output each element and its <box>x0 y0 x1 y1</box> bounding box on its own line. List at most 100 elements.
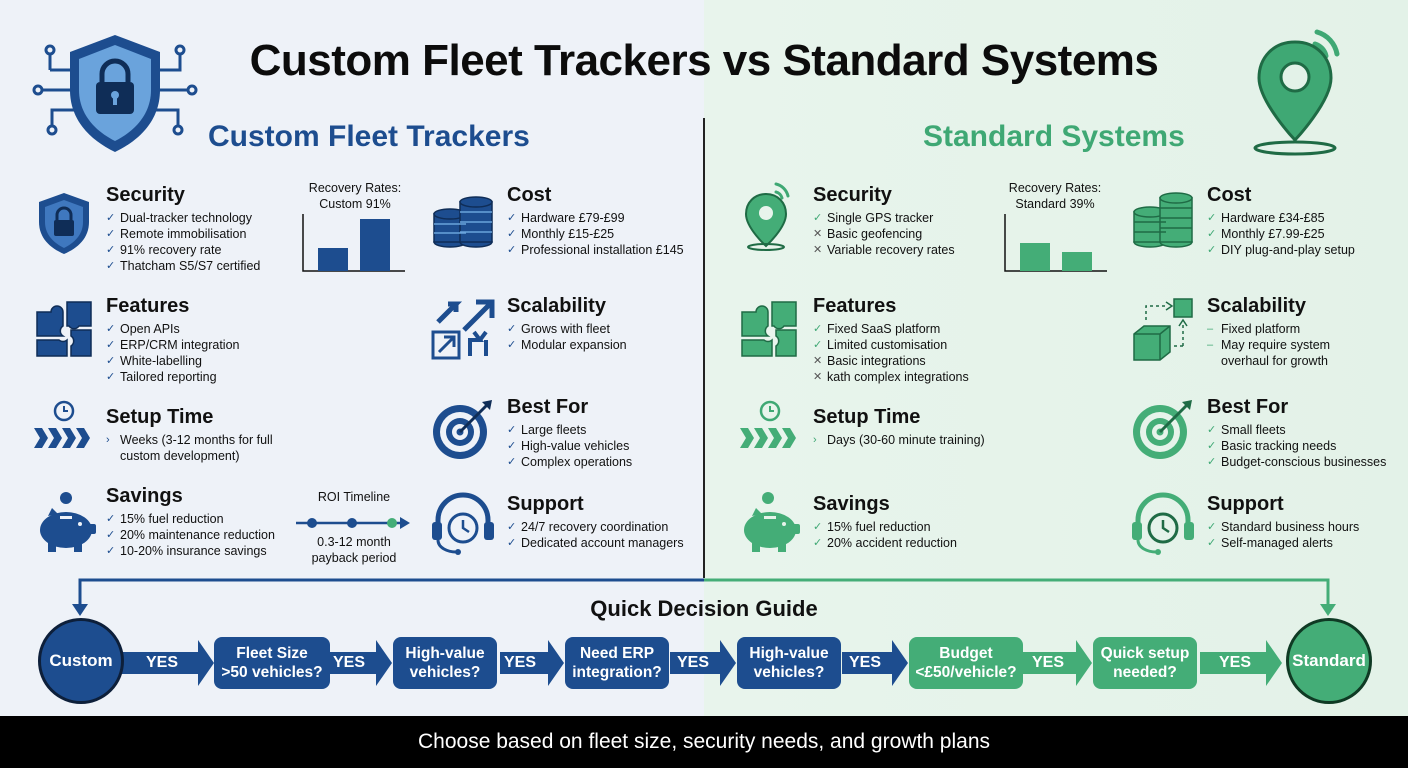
list-item: ✓Large fleets <box>507 423 587 437</box>
standard-recovery-chart <box>1004 214 1107 272</box>
decision-node-fleet-size: Fleet Size>50 vehicles? <box>214 637 330 689</box>
standard-support: Support ✓Standard business hours ✓Self-m… <box>1207 493 1359 551</box>
recovery-bar-high <box>1020 243 1050 271</box>
list-item: ✓Remote immobilisation <box>106 227 247 241</box>
list-item: ✓Monthly £7.99-£25 <box>1207 227 1325 241</box>
standard-cost: Cost ✓Hardware £34-£85 ✓Monthly £7.99-£2… <box>1207 184 1355 258</box>
list-item: ✓DIY plug-and-play setup <box>1207 243 1355 257</box>
list-item: ✓Basic tracking needs <box>1207 439 1337 453</box>
custom-recovery-chart-title: Recovery Rates: Custom 91% <box>308 181 402 211</box>
yes-label: YES <box>333 654 366 671</box>
guide-connector-lines <box>72 578 1336 616</box>
custom-security-title: Security <box>106 184 185 206</box>
custom-scalability: Scalability ✓Grows with fleet ✓Modular e… <box>507 295 627 353</box>
footer-caption: Choose based on fleet size, security nee… <box>0 716 1408 768</box>
headset-clock-icon <box>432 492 494 555</box>
yes-label: YES <box>146 654 179 671</box>
standard-support-title: Support <box>1207 493 1284 515</box>
list-item: ✓Budget-conscious businesses <box>1207 455 1387 469</box>
list-item: ✓Self-managed alerts <box>1207 536 1333 550</box>
list-item: ›Days (30-60 minute training) <box>813 433 985 447</box>
list-item: ✓Open APIs <box>106 322 180 336</box>
custom-savings: Savings ✓15% fuel reduction ✓20% mainten… <box>106 485 275 559</box>
location-pin-icon <box>1253 29 1340 156</box>
list-item: ✓15% fuel reduction <box>106 512 224 526</box>
custom-features-title: Features <box>106 295 190 317</box>
list-item: ✓20% maintenance reduction <box>106 528 275 542</box>
standard-security-title: Security <box>813 184 892 206</box>
decision-guide-title: Quick Decision Guide <box>590 596 818 621</box>
custom-features: Features ✓Open APIs ✓ERP/CRM integration… <box>106 295 240 385</box>
standard-security: Security ✓Single GPS tracker ✕Basic geof… <box>813 184 955 258</box>
list-item: overhaul for growth <box>1221 354 1329 368</box>
recovery-bar-low <box>1062 252 1092 271</box>
target-icon <box>433 400 492 459</box>
standard-recovery-chart-title: Recovery Rates: Standard 39% <box>1008 181 1102 211</box>
custom-cost: Cost ✓Hardware £79-£99 ✓Monthly £15-£25 … <box>507 184 684 258</box>
list-item: ✓ERP/CRM integration <box>106 338 240 352</box>
list-item: ✓Standard business hours <box>1207 520 1360 534</box>
shield-icon <box>39 193 89 254</box>
target-icon <box>1133 400 1192 459</box>
list-item: ✓Tailored reporting <box>106 370 217 384</box>
piggy-bank-icon <box>744 492 800 552</box>
list-item: ✓High-value vehicles <box>507 439 630 453</box>
custom-best-for: Best For ✓Large fleets ✓High-value vehic… <box>507 396 632 470</box>
list-item: –Fixed platform <box>1207 322 1301 336</box>
list-item: ✓Single GPS tracker <box>813 211 934 225</box>
piggy-bank-icon <box>40 492 96 552</box>
puzzle-icon <box>741 301 797 357</box>
decision-node-budget: Budget<£50/vehicle? <box>909 637 1023 689</box>
list-item: ›Weeks (3-12 months for full <box>106 433 273 447</box>
column-divider <box>703 118 705 578</box>
list-item: ✓10-20% insurance savings <box>106 544 267 558</box>
puzzle-icon <box>36 301 92 357</box>
list-item: ✓Limited customisation <box>813 338 948 352</box>
list-item: ✓Complex operations <box>507 455 633 469</box>
list-item: ✕kath complex integrations <box>813 370 969 384</box>
list-item: ✕Basic integrations <box>813 354 926 368</box>
standard-features: Features ✓Fixed SaaS platform ✓Limited c… <box>813 295 969 385</box>
custom-heading: Custom Fleet Trackers <box>208 120 530 153</box>
custom-recovery-chart <box>302 214 405 272</box>
roi-timeline-icon <box>296 517 410 529</box>
list-item: ✓Thatcham S5/S7 certified <box>106 259 261 273</box>
custom-setup-title: Setup Time <box>106 406 214 428</box>
list-item: ✓20% accident reduction <box>813 536 957 550</box>
roi-timeline-title: ROI Timeline <box>317 490 391 504</box>
list-item: ✓24/7 recovery coordination <box>507 520 669 534</box>
coins-stack-icon <box>433 196 493 248</box>
list-item: ✓Modular expansion <box>507 338 627 352</box>
custom-scalability-title: Scalability <box>507 295 606 317</box>
clock-chevrons-icon <box>34 400 90 448</box>
list-item: ✓Hardware £34-£85 <box>1207 211 1325 225</box>
standard-setup-title: Setup Time <box>813 406 921 428</box>
list-item: ✓Fixed SaaS platform <box>813 322 941 336</box>
list-item: ✓Hardware £79-£99 <box>507 211 625 225</box>
list-item: ✓White-labelling <box>106 354 202 368</box>
standard-features-title: Features <box>813 295 897 317</box>
standard-setup: Setup Time ›Days (30-60 minute training) <box>813 406 985 448</box>
yes-label: YES <box>849 654 882 671</box>
list-item: –May require system <box>1207 338 1331 352</box>
list-item: ✓Dual-tracker technology <box>106 211 253 225</box>
standard-savings: Savings ✓15% fuel reduction ✓20% acciden… <box>813 493 957 551</box>
list-item: ✓Grows with fleet <box>507 322 610 336</box>
yes-label: YES <box>504 654 537 671</box>
yes-label: YES <box>1219 654 1252 671</box>
yes-label: YES <box>677 654 710 671</box>
standard-best-for-title: Best For <box>1207 396 1289 418</box>
fixed-box-icon <box>1133 298 1193 361</box>
custom-support: Support ✓24/7 recovery coordination ✓Ded… <box>507 493 684 551</box>
list-item: ✕Basic geofencing <box>813 227 923 241</box>
end-standard-node: Standard <box>1286 618 1372 704</box>
standard-best-for: Best For ✓Small fleets ✓Basic tracking n… <box>1207 396 1386 470</box>
list-item: ✓Small fleets <box>1207 423 1286 437</box>
custom-setup: Setup Time ›Weeks (3-12 months for full … <box>106 406 273 464</box>
expand-arrows-icon <box>431 299 495 360</box>
clock-chevrons-icon <box>740 400 796 448</box>
